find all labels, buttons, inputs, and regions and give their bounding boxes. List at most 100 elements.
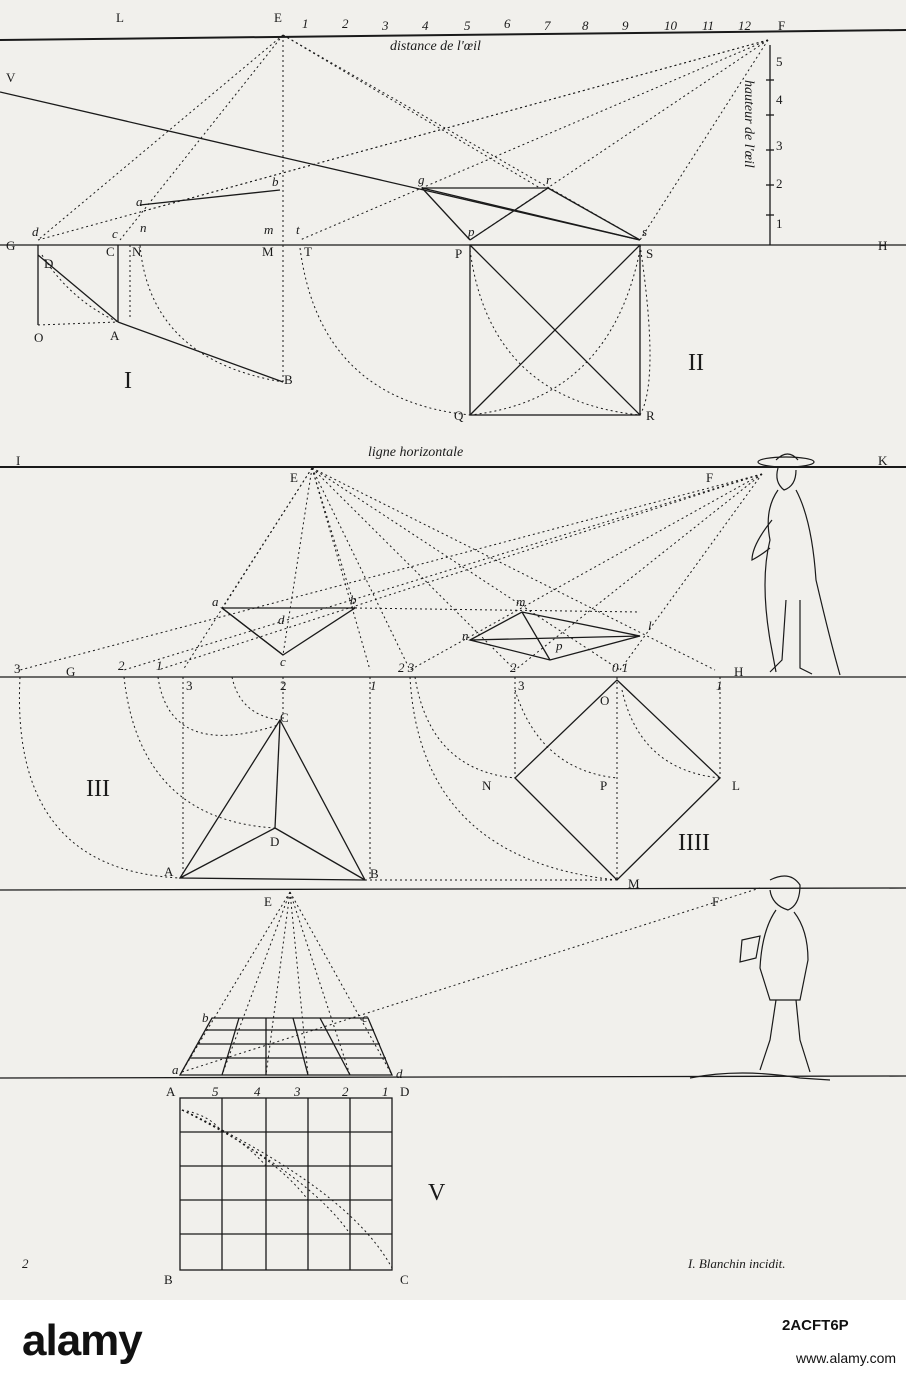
figure-1-title: I bbox=[124, 368, 132, 394]
alamy-logo: alamy bbox=[22, 1316, 143, 1365]
label-t: t bbox=[296, 222, 300, 237]
label-P: P bbox=[455, 246, 462, 261]
figure-1-labels: L E F V G d c n m t C N M T D O A B a b … bbox=[6, 10, 887, 394]
figure-5 bbox=[0, 887, 906, 1271]
label-2-base: 2 bbox=[280, 678, 287, 693]
label-a-5: a bbox=[172, 1062, 179, 1077]
label-1-left: 1 bbox=[156, 658, 163, 673]
label-G: G bbox=[6, 238, 15, 253]
label-E-3: E bbox=[290, 470, 298, 485]
label-T: T bbox=[304, 244, 312, 259]
label-m-4: m bbox=[516, 594, 525, 609]
scale-2: 2 bbox=[342, 16, 349, 31]
label-M: M bbox=[262, 244, 274, 259]
label-d: d bbox=[32, 224, 39, 239]
label-L-4: L bbox=[732, 778, 740, 793]
label-F: F bbox=[778, 18, 785, 33]
label-B: B bbox=[284, 372, 293, 387]
figure-2-title: II bbox=[688, 350, 704, 376]
label-p: p bbox=[467, 224, 475, 239]
label-c-3: c bbox=[280, 654, 286, 669]
label-r: r bbox=[546, 172, 552, 187]
perspective-diagram: 1 2 3 4 5 6 7 8 9 10 11 12 5 4 3 2 1 dis… bbox=[0, 10, 906, 1287]
distance-scale: 1 2 3 4 5 6 7 8 9 10 11 12 5 4 3 2 1 bbox=[302, 16, 783, 231]
label-A-5: A bbox=[166, 1084, 176, 1099]
side-scale-2: 2 bbox=[776, 176, 783, 191]
side-scale-5: 5 bbox=[776, 54, 783, 69]
label-L: L bbox=[116, 10, 124, 25]
label-R: R bbox=[646, 408, 655, 423]
figure-4-labels: m l p n 2 3 2 0 1 3 1 O N P L M IIII bbox=[398, 594, 740, 891]
side-scale-3: 3 bbox=[776, 138, 783, 153]
label-1-sq: 1 bbox=[716, 678, 723, 693]
scale-4: 4 bbox=[422, 18, 429, 33]
label-Q: Q bbox=[454, 408, 464, 423]
label-01: 0 1 bbox=[612, 660, 628, 675]
label-l-4: l bbox=[648, 618, 652, 633]
label-O: O bbox=[34, 330, 43, 345]
label-s: s bbox=[642, 224, 647, 239]
label-b: b bbox=[272, 174, 279, 189]
label-n-4: n bbox=[462, 628, 469, 643]
label-3-sq: 3 bbox=[518, 678, 525, 693]
scale-3: 3 bbox=[381, 18, 389, 33]
label-E: E bbox=[274, 10, 282, 25]
label-b-5: b bbox=[202, 1010, 209, 1025]
scale-7: 7 bbox=[544, 18, 551, 33]
label-3-base: 3 bbox=[186, 678, 193, 693]
page-number: 2 bbox=[22, 1256, 29, 1271]
source-url: www.alamy.com bbox=[796, 1350, 897, 1366]
label-M-4: M bbox=[628, 876, 640, 891]
label-a: a bbox=[136, 194, 143, 209]
label-G-3: G bbox=[66, 664, 75, 679]
label-A: A bbox=[110, 328, 120, 343]
label-n: n bbox=[140, 220, 147, 235]
scale-6: 6 bbox=[504, 16, 511, 31]
label-V: V bbox=[6, 70, 16, 85]
figure-3-title: III bbox=[86, 776, 110, 802]
label-b-3: b bbox=[350, 592, 357, 607]
label-C: C bbox=[106, 244, 115, 259]
label-p-4: p bbox=[555, 638, 563, 653]
label-P-4: P bbox=[600, 778, 607, 793]
scale-8: 8 bbox=[582, 18, 589, 33]
label-F-3: F bbox=[706, 470, 713, 485]
label-C-5: C bbox=[400, 1272, 409, 1287]
label-c: c bbox=[112, 226, 118, 241]
label-23: 2 3 bbox=[398, 660, 415, 675]
figure-5-title: V bbox=[428, 1180, 446, 1206]
label-K: K bbox=[878, 453, 888, 468]
label-F-5: F bbox=[712, 894, 719, 909]
figure-3-labels: I K E F a b d c G H 3 2 1 3 2 1 C D A B … bbox=[14, 453, 888, 881]
column-3: 3 bbox=[293, 1084, 301, 1099]
column-5: 5 bbox=[212, 1084, 219, 1099]
scale-5: 5 bbox=[464, 18, 471, 33]
engraver-credit: I. Blanchin incidit. bbox=[687, 1256, 785, 1271]
label-D-5: D bbox=[400, 1084, 409, 1099]
caption-horizon: ligne horizontale bbox=[368, 445, 463, 460]
label-D-3: D bbox=[270, 834, 279, 849]
watermark-strip bbox=[0, 1300, 906, 1390]
caption-distance: distance de l'œil bbox=[390, 39, 481, 54]
label-d-3: d bbox=[278, 612, 285, 627]
caption-height: hauteur de l'œil bbox=[741, 80, 756, 168]
column-1: 1 bbox=[382, 1084, 389, 1099]
label-E-5: E bbox=[264, 894, 272, 909]
column-4: 4 bbox=[254, 1084, 261, 1099]
scale-10: 10 bbox=[664, 18, 678, 33]
label-A-3: A bbox=[164, 864, 174, 879]
label-c-5: c bbox=[362, 1010, 368, 1025]
observer-figure bbox=[751, 453, 841, 676]
label-O-4: O bbox=[600, 693, 609, 708]
image-id: 2ACFT6P bbox=[782, 1317, 849, 1334]
label-C-3: C bbox=[280, 710, 289, 725]
label-S: S bbox=[646, 246, 653, 261]
scale-1: 1 bbox=[302, 16, 309, 31]
figure-4-title: IIII bbox=[678, 830, 710, 856]
label-N: N bbox=[132, 244, 142, 259]
scale-11: 11 bbox=[702, 18, 714, 33]
label-1-base: 1 bbox=[370, 678, 377, 693]
label-B-5: B bbox=[164, 1272, 173, 1287]
artist-figure bbox=[689, 875, 831, 1081]
figure-3-4 bbox=[0, 466, 906, 891]
